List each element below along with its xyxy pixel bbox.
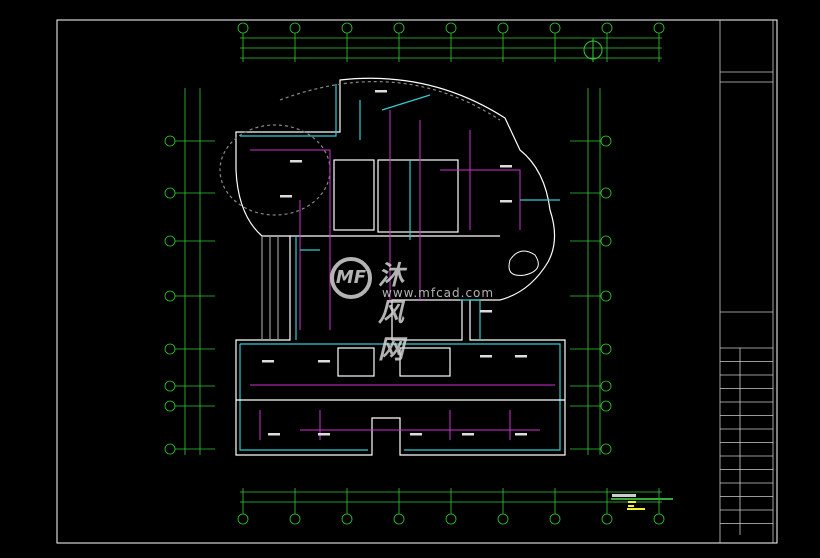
grid-bubble	[497, 513, 509, 525]
room-label	[462, 433, 474, 436]
room-label	[410, 433, 422, 436]
room-label	[500, 165, 512, 168]
legend-text	[612, 494, 636, 497]
grid-bubble	[600, 343, 612, 355]
grid-bubble	[237, 513, 249, 525]
room-label	[318, 360, 330, 363]
legend-underline	[611, 498, 673, 500]
grid-bubble	[600, 135, 612, 147]
grid-bubble	[341, 22, 353, 34]
grid-bubble	[164, 187, 176, 199]
grid-bubble	[393, 22, 405, 34]
room-label	[262, 360, 274, 363]
grid-bubble	[445, 22, 457, 34]
grid-bubble	[164, 380, 176, 392]
grid-bubble	[164, 235, 176, 247]
loop-pipe	[508, 250, 539, 276]
room-label	[290, 160, 302, 163]
grid-bubble	[653, 22, 665, 34]
room-label	[280, 195, 292, 198]
grid-bubble	[600, 235, 612, 247]
drawing-frame	[56, 19, 778, 544]
legend-notes	[627, 501, 645, 510]
grid-bubble	[653, 513, 665, 525]
pipe-lines	[250, 110, 555, 440]
room-labels	[262, 90, 527, 436]
grid-bubble	[164, 290, 176, 302]
grid-bubble	[237, 22, 249, 34]
building-outline	[219, 77, 566, 456]
grid-bubble	[164, 443, 176, 455]
room-label	[375, 90, 387, 93]
grid-bubble	[445, 513, 457, 525]
grid-bubble	[601, 22, 613, 34]
grid-bubble	[600, 443, 612, 455]
grid-bubble	[549, 22, 561, 34]
grid-bubble	[164, 343, 176, 355]
grid-bubble	[164, 400, 176, 412]
grid-bubble	[341, 513, 353, 525]
grid-bubble	[289, 513, 301, 525]
grid-bubble	[393, 513, 405, 525]
room-label	[480, 355, 492, 358]
grid-axes	[164, 22, 665, 525]
room-label	[515, 355, 527, 358]
grid-bubble	[600, 400, 612, 412]
grid-bubble	[600, 380, 612, 392]
room-label	[515, 433, 527, 436]
grid-bubble	[289, 22, 301, 34]
grid-bubble	[497, 22, 509, 34]
room-label	[480, 310, 492, 313]
grid-bubble	[600, 187, 612, 199]
grid-bubble	[601, 513, 613, 525]
room-label	[268, 433, 280, 436]
duct-lines	[295, 94, 560, 340]
room-label	[318, 433, 330, 436]
title-block	[719, 20, 774, 543]
grid-bubble	[549, 513, 561, 525]
north-arrow-icon	[583, 38, 603, 62]
grid-bubble	[600, 290, 612, 302]
room-label	[500, 200, 512, 203]
grid-bubble	[164, 135, 176, 147]
